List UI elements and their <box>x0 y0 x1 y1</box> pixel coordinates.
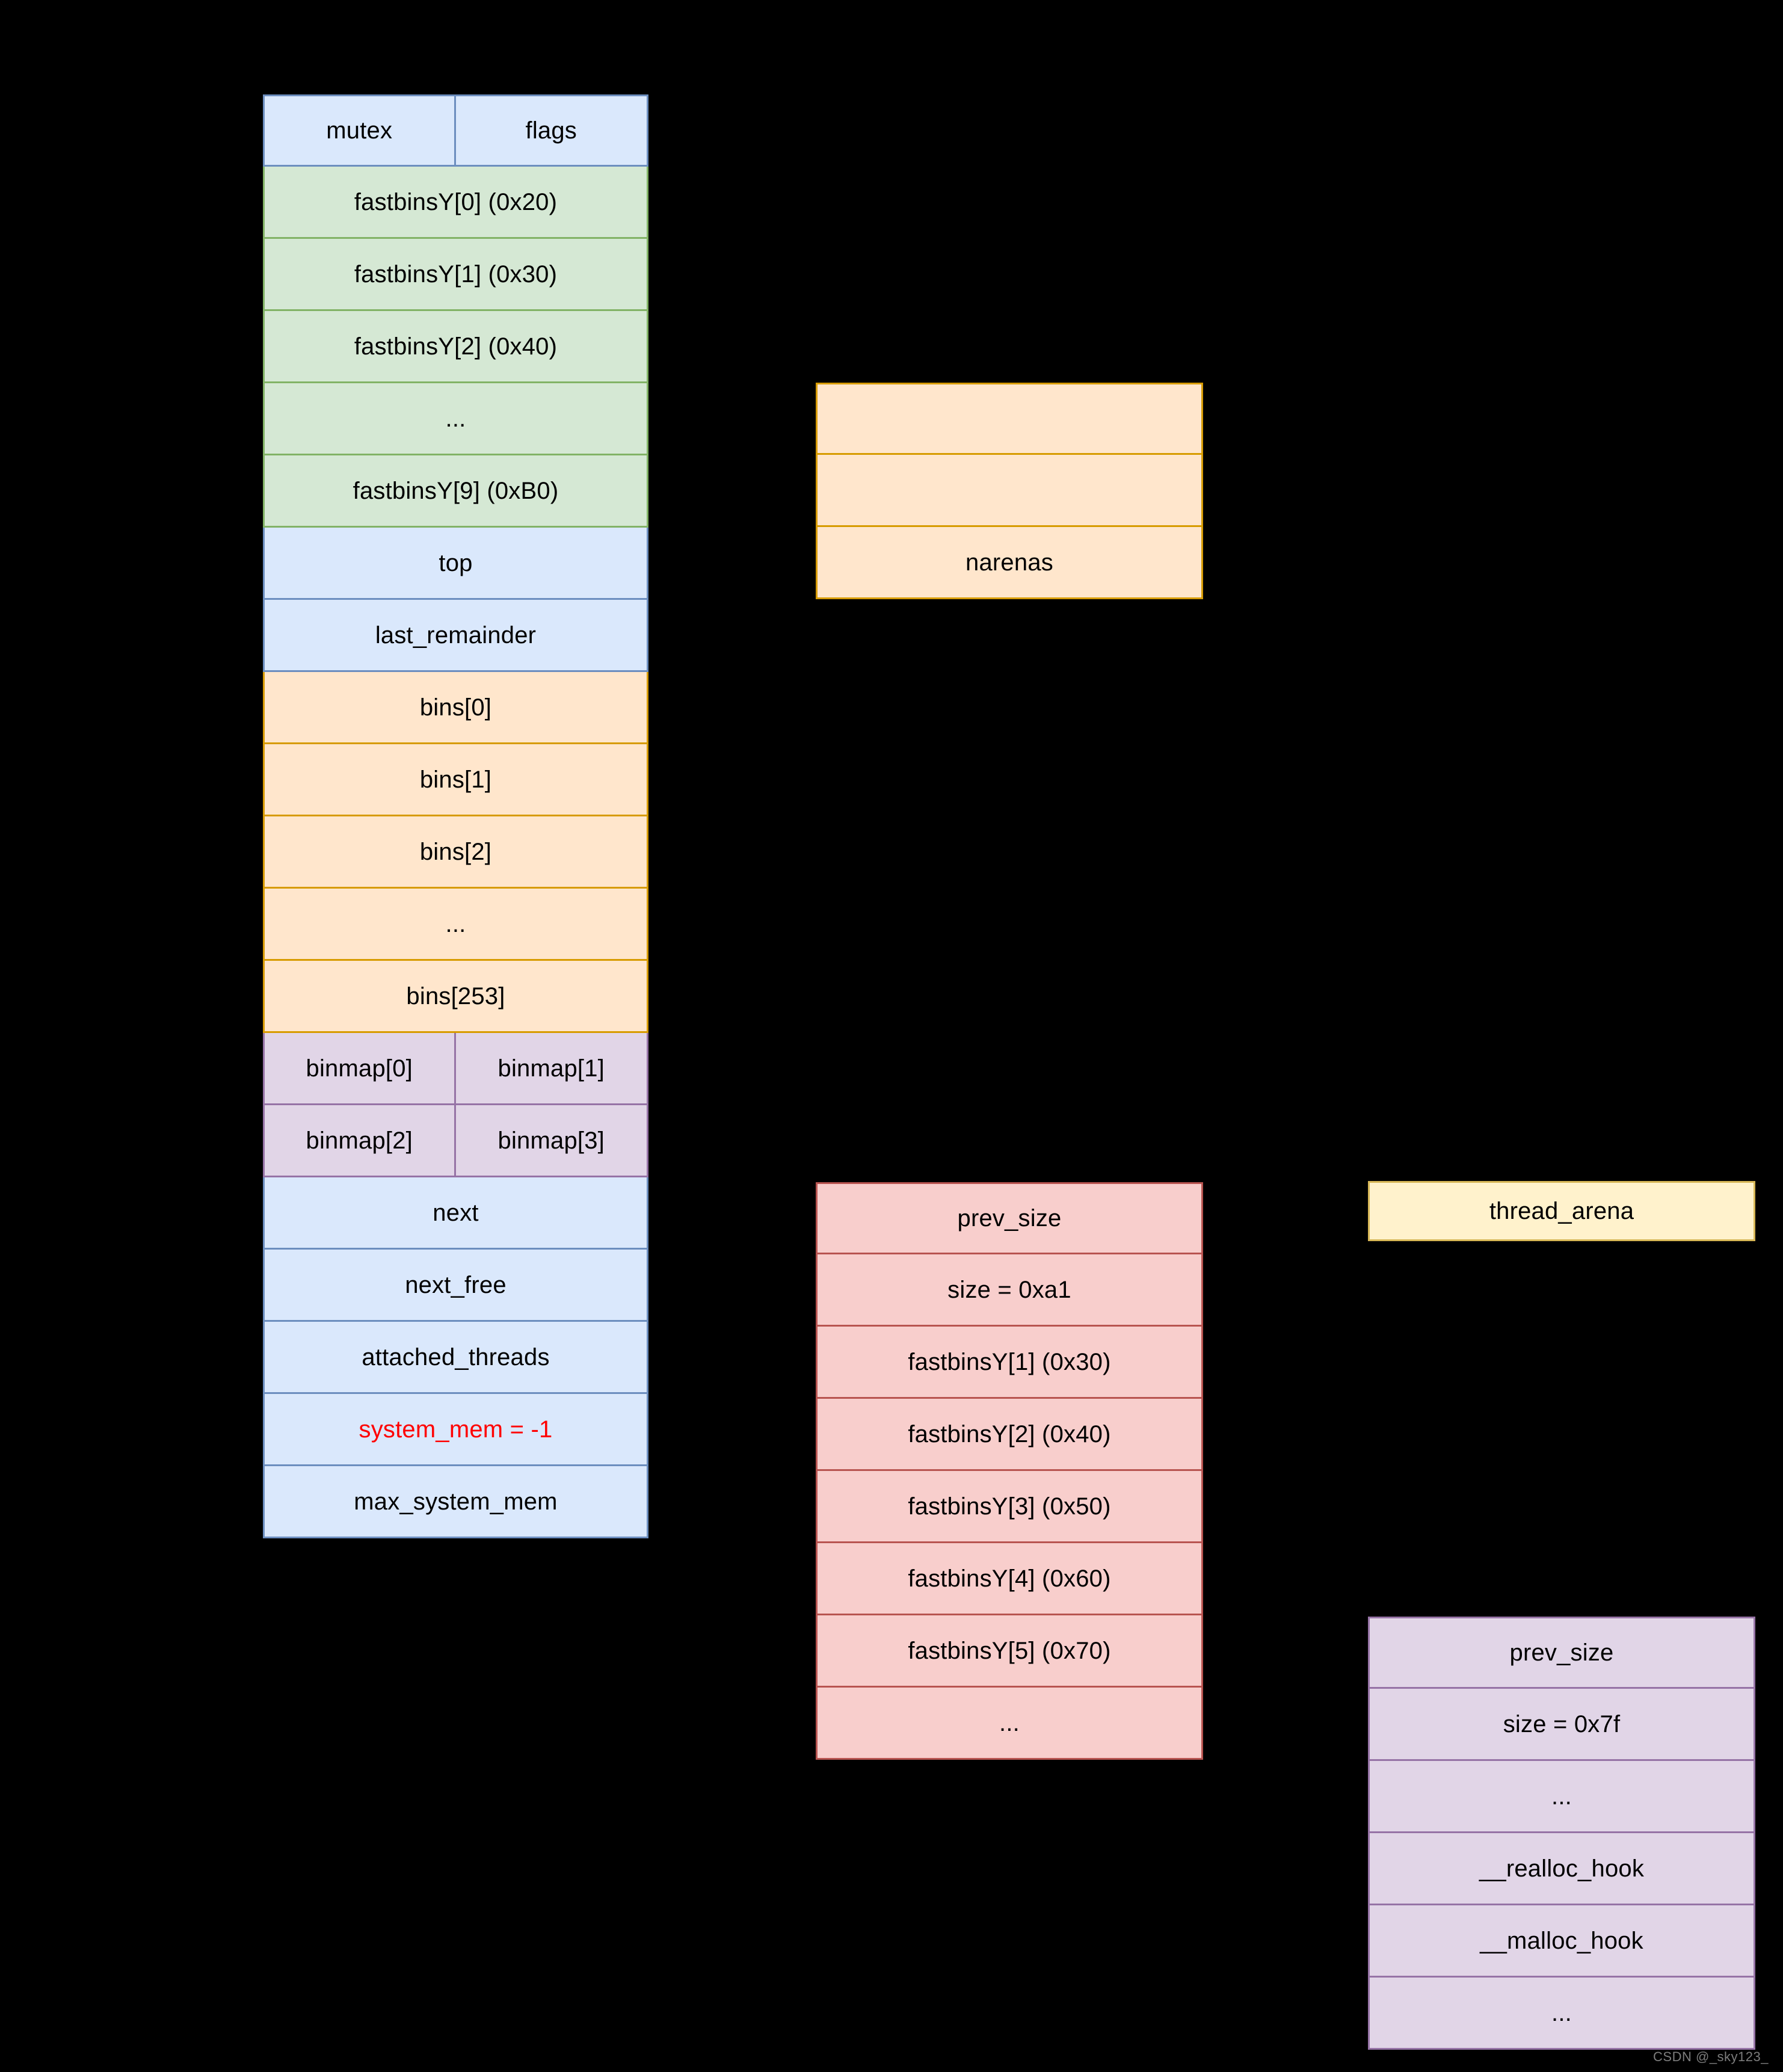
field-cell <box>816 455 1203 527</box>
table-row: next_free <box>263 1250 648 1322</box>
field-cell: bins[253] <box>263 961 648 1033</box>
table-row: ... <box>263 889 648 961</box>
field-cell: bins[1] <box>263 744 648 816</box>
table-row: ... <box>816 1688 1203 1760</box>
table-row: fastbinsY[9] (0xB0) <box>263 455 648 528</box>
field-cell: fastbinsY[5] (0x70) <box>816 1615 1203 1688</box>
field-cell: prev_size <box>816 1182 1203 1254</box>
table-row: system_mem = -1 <box>263 1394 648 1466</box>
field-cell: last_remainder <box>263 600 648 672</box>
field-cell: ... <box>816 1688 1203 1760</box>
field-cell: __realloc_hook <box>1368 1833 1755 1905</box>
table-row: size = 0xa1 <box>816 1254 1203 1327</box>
table-row: bins[253] <box>263 961 648 1033</box>
field-cell: max_system_mem <box>263 1466 648 1538</box>
table-row: next <box>263 1177 648 1250</box>
field-cell: fastbinsY[4] (0x60) <box>816 1543 1203 1615</box>
field-cell-right: binmap[1] <box>455 1033 648 1105</box>
field-cell: fastbinsY[9] (0xB0) <box>263 455 648 528</box>
field-cell: bins[2] <box>263 816 648 889</box>
field-cell: narenas <box>816 527 1203 599</box>
field-cell: ... <box>263 889 648 961</box>
narenas-struct-box: narenas <box>816 383 1203 599</box>
table-row: bins[2] <box>263 816 648 889</box>
table-row: top <box>263 528 648 600</box>
table-row: binmap[2]binmap[3] <box>263 1105 648 1177</box>
table-row: fastbinsY[5] (0x70) <box>816 1615 1203 1688</box>
table-row: ... <box>1368 1978 1755 2050</box>
field-cell: ... <box>1368 1761 1755 1833</box>
table-row: prev_size <box>1368 1617 1755 1689</box>
table-row: binmap[0]binmap[1] <box>263 1033 648 1105</box>
table-row: max_system_mem <box>263 1466 648 1538</box>
table-row: attached_threads <box>263 1322 648 1394</box>
field-cell: ... <box>1368 1978 1755 2050</box>
field-cell-right: binmap[3] <box>455 1105 648 1177</box>
table-row: ... <box>1368 1761 1755 1833</box>
field-cell: ... <box>263 383 648 455</box>
field-cell: fastbinsY[2] (0x40) <box>816 1399 1203 1471</box>
table-row: ... <box>263 383 648 455</box>
field-cell: prev_size <box>1368 1617 1755 1689</box>
field-cell: size = 0xa1 <box>816 1254 1203 1327</box>
table-row: fastbinsY[1] (0x30) <box>263 239 648 311</box>
field-cell-left: mutex <box>263 94 456 167</box>
table-row: fastbinsY[0] (0x20) <box>263 167 648 239</box>
field-cell: size = 0x7f <box>1368 1689 1755 1761</box>
table-row: bins[1] <box>263 744 648 816</box>
watermark: CSDN @_sky123_ <box>1653 2049 1769 2064</box>
field-cell: fastbinsY[2] (0x40) <box>263 311 648 383</box>
field-cell: next <box>263 1177 648 1250</box>
table-row: __realloc_hook <box>1368 1833 1755 1905</box>
field-cell: attached_threads <box>263 1322 648 1394</box>
table-row: size = 0x7f <box>1368 1689 1755 1761</box>
table-row: bins[0] <box>263 672 648 744</box>
field-cell: top <box>263 528 648 600</box>
thread-arena-box: thread_arena <box>1368 1181 1755 1241</box>
field-cell: thread_arena <box>1368 1181 1755 1241</box>
field-cell: next_free <box>263 1250 648 1322</box>
field-cell <box>816 383 1203 455</box>
field-cell: fastbinsY[1] (0x30) <box>263 239 648 311</box>
table-row: fastbinsY[1] (0x30) <box>816 1327 1203 1399</box>
field-cell: fastbinsY[1] (0x30) <box>816 1327 1203 1399</box>
table-row <box>816 383 1203 455</box>
table-row: last_remainder <box>263 600 648 672</box>
field-cell: __malloc_hook <box>1368 1905 1755 1978</box>
table-row: fastbinsY[4] (0x60) <box>816 1543 1203 1615</box>
table-row: fastbinsY[2] (0x40) <box>816 1399 1203 1471</box>
field-cell: bins[0] <box>263 672 648 744</box>
table-row: fastbinsY[3] (0x50) <box>816 1471 1203 1543</box>
field-cell: system_mem = -1 <box>263 1394 648 1466</box>
field-cell-left: binmap[0] <box>263 1033 456 1105</box>
table-row: prev_size <box>816 1182 1203 1254</box>
table-row: fastbinsY[2] (0x40) <box>263 311 648 383</box>
table-row: __malloc_hook <box>1368 1905 1755 1978</box>
field-cell: fastbinsY[0] (0x20) <box>263 167 648 239</box>
table-row: narenas <box>816 527 1203 599</box>
table-row <box>816 455 1203 527</box>
table-row: thread_arena <box>1368 1181 1755 1241</box>
field-cell-left: binmap[2] <box>263 1105 456 1177</box>
field-cell: fastbinsY[3] (0x50) <box>816 1471 1203 1543</box>
field-cell-right: flags <box>455 94 648 167</box>
